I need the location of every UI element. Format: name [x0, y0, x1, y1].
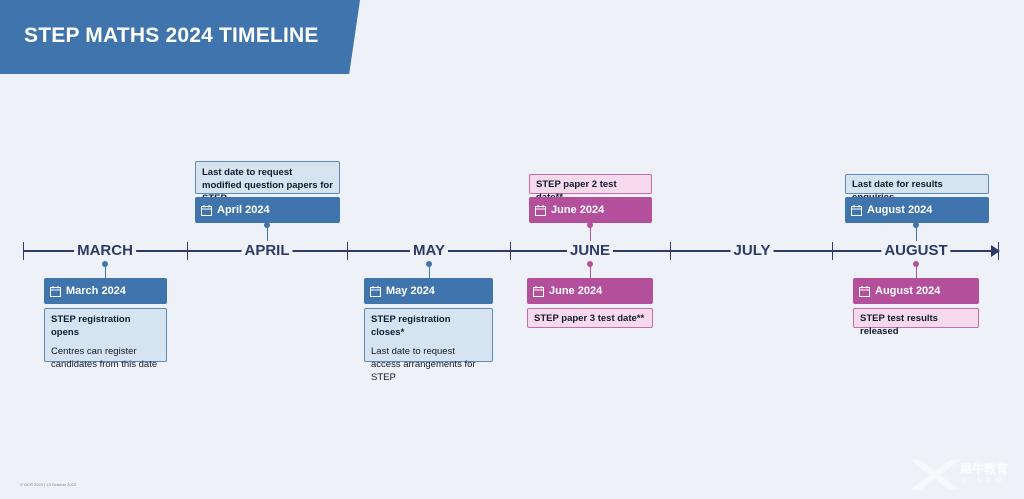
event-date-june-paper3: June 2024 [527, 278, 653, 304]
connector-dot [264, 222, 270, 228]
event-date-may: May 2024 [364, 278, 493, 304]
axis-tick [670, 242, 671, 260]
event-title: STEP registration closes* [371, 314, 451, 338]
calendar-icon [50, 285, 61, 297]
event-note-june-paper2: STEP paper 2 test date** [529, 174, 652, 203]
month-label-march: MARCH [74, 241, 136, 261]
axis-tick [23, 242, 24, 260]
event-title: STEP paper 3 test date** [534, 313, 645, 324]
event-date-label: August 2024 [867, 204, 933, 216]
event-note-june-paper3: STEP paper 3 test date** [527, 308, 653, 328]
calendar-icon [535, 204, 546, 216]
header-banner [0, 0, 360, 74]
axis-tick [347, 242, 348, 260]
footer-copyright: © OCR 2023 | 13 October 2023 [20, 482, 77, 487]
axis-tick [187, 242, 188, 260]
axis-tick [998, 242, 999, 260]
calendar-icon [859, 285, 870, 297]
event-date-label: May 2024 [386, 285, 435, 297]
event-note-march: STEP registration opens Centres can regi… [44, 308, 167, 370]
event-date-label: June 2024 [551, 204, 605, 216]
event-note-april: Last date to request modified question p… [195, 161, 340, 204]
event-date-august-enquiries: August 2024 [845, 197, 989, 223]
event-date-april: April 2024 [195, 197, 340, 223]
event-date-label: August 2024 [875, 285, 941, 297]
month-label-may: MAY [410, 241, 448, 261]
event-note-august-enquiries: Last date for results enquiries [845, 174, 989, 203]
event-date-label: April 2024 [217, 204, 270, 216]
calendar-icon [201, 204, 212, 216]
month-label-july: JULY [730, 241, 774, 261]
page-title: STEP MATHS 2024 TIMELINE [24, 24, 319, 47]
watermark-logo-icon [910, 460, 960, 490]
event-detail: Last date to request access arrangements… [371, 346, 476, 383]
connector-line [267, 223, 268, 241]
connector-line [590, 223, 591, 241]
month-label-june: JUNE [566, 241, 614, 261]
axis-tick [510, 242, 511, 260]
connector-dot [587, 222, 593, 228]
connector-line [429, 264, 430, 278]
event-date-march: March 2024 [44, 278, 167, 304]
timeline-arrow-icon [991, 245, 1000, 257]
connector-line [916, 264, 917, 278]
month-label-april: APRIL [241, 241, 293, 261]
event-title: STEP test results released [860, 313, 938, 337]
event-date-august-results: August 2024 [853, 278, 979, 304]
watermark-text: 犀牛教育 [960, 462, 1009, 476]
calendar-icon [851, 204, 862, 216]
month-label-august: AUGUST [881, 241, 951, 261]
timeline-axis [23, 250, 995, 252]
event-note-may: STEP registration closes* Last date to r… [364, 308, 493, 383]
watermark-subtext: X·NEW [962, 478, 1006, 485]
axis-tick [832, 242, 833, 260]
event-date-label: June 2024 [549, 285, 603, 297]
event-note-august-results: STEP test results released [853, 308, 979, 337]
connector-line [590, 264, 591, 278]
calendar-icon [533, 285, 544, 297]
event-date-june-paper2: June 2024 [529, 197, 652, 223]
calendar-icon [370, 285, 381, 297]
event-date-label: March 2024 [66, 285, 126, 297]
connector-line [916, 223, 917, 241]
connector-line [105, 264, 106, 278]
event-title: STEP registration opens [51, 314, 131, 338]
connector-dot [913, 222, 919, 228]
event-detail: Centres can register candidates from thi… [51, 346, 158, 370]
